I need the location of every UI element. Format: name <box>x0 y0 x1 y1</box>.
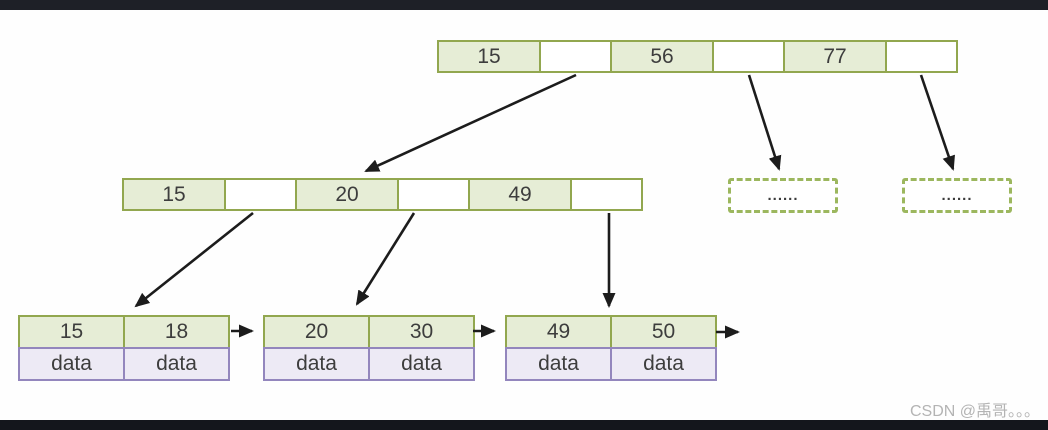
top-border-bar <box>0 0 1048 10</box>
placeholder-subtree: ...... <box>902 178 1012 213</box>
leaf-key-row: 15 18 <box>18 315 230 349</box>
leaf-node: 20 30 data data <box>263 315 475 381</box>
key-cell: 15 <box>18 315 125 349</box>
csdn-watermark: CSDN @禹哥。。。 <box>909 403 1040 420</box>
key-cell: 20 <box>263 315 370 349</box>
data-cell: data <box>610 347 717 381</box>
leaf-data-row: data data <box>505 347 717 381</box>
key-cell: 56 <box>610 40 714 73</box>
key-cell: 15 <box>437 40 541 73</box>
leaf-node: 49 50 data data <box>505 315 717 381</box>
data-cell: data <box>123 347 230 381</box>
key-cell: 49 <box>468 178 572 211</box>
pointer-cell <box>397 178 470 211</box>
key-cell: 30 <box>368 315 475 349</box>
data-cell: data <box>18 347 125 381</box>
key-cell: 20 <box>295 178 399 211</box>
bottom-border-bar <box>0 420 1048 430</box>
leaf-key-row: 20 30 <box>263 315 475 349</box>
data-cell: data <box>368 347 475 381</box>
root-node: 15 56 77 <box>437 40 958 73</box>
pointer-cell <box>570 178 643 211</box>
pointer-cell <box>885 40 958 73</box>
leaf-data-row: data data <box>18 347 230 381</box>
leaf-node: 15 18 data data <box>18 315 230 381</box>
key-cell: 49 <box>505 315 612 349</box>
key-cell: 15 <box>122 178 226 211</box>
data-cell: data <box>505 347 612 381</box>
key-cell: 50 <box>610 315 717 349</box>
pointer-cell <box>539 40 612 73</box>
internal-node: 15 20 49 <box>122 178 643 211</box>
bplus-tree-diagram-canvas: 15 56 77 15 20 49 ...... ...... 15 18 da… <box>0 10 1048 420</box>
placeholder-subtree: ...... <box>728 178 838 213</box>
key-cell: 18 <box>123 315 230 349</box>
pointer-cell <box>224 178 297 211</box>
leaf-key-row: 49 50 <box>505 315 717 349</box>
key-cell: 77 <box>783 40 887 73</box>
data-cell: data <box>263 347 370 381</box>
leaf-data-row: data data <box>263 347 475 381</box>
pointer-cell <box>712 40 785 73</box>
